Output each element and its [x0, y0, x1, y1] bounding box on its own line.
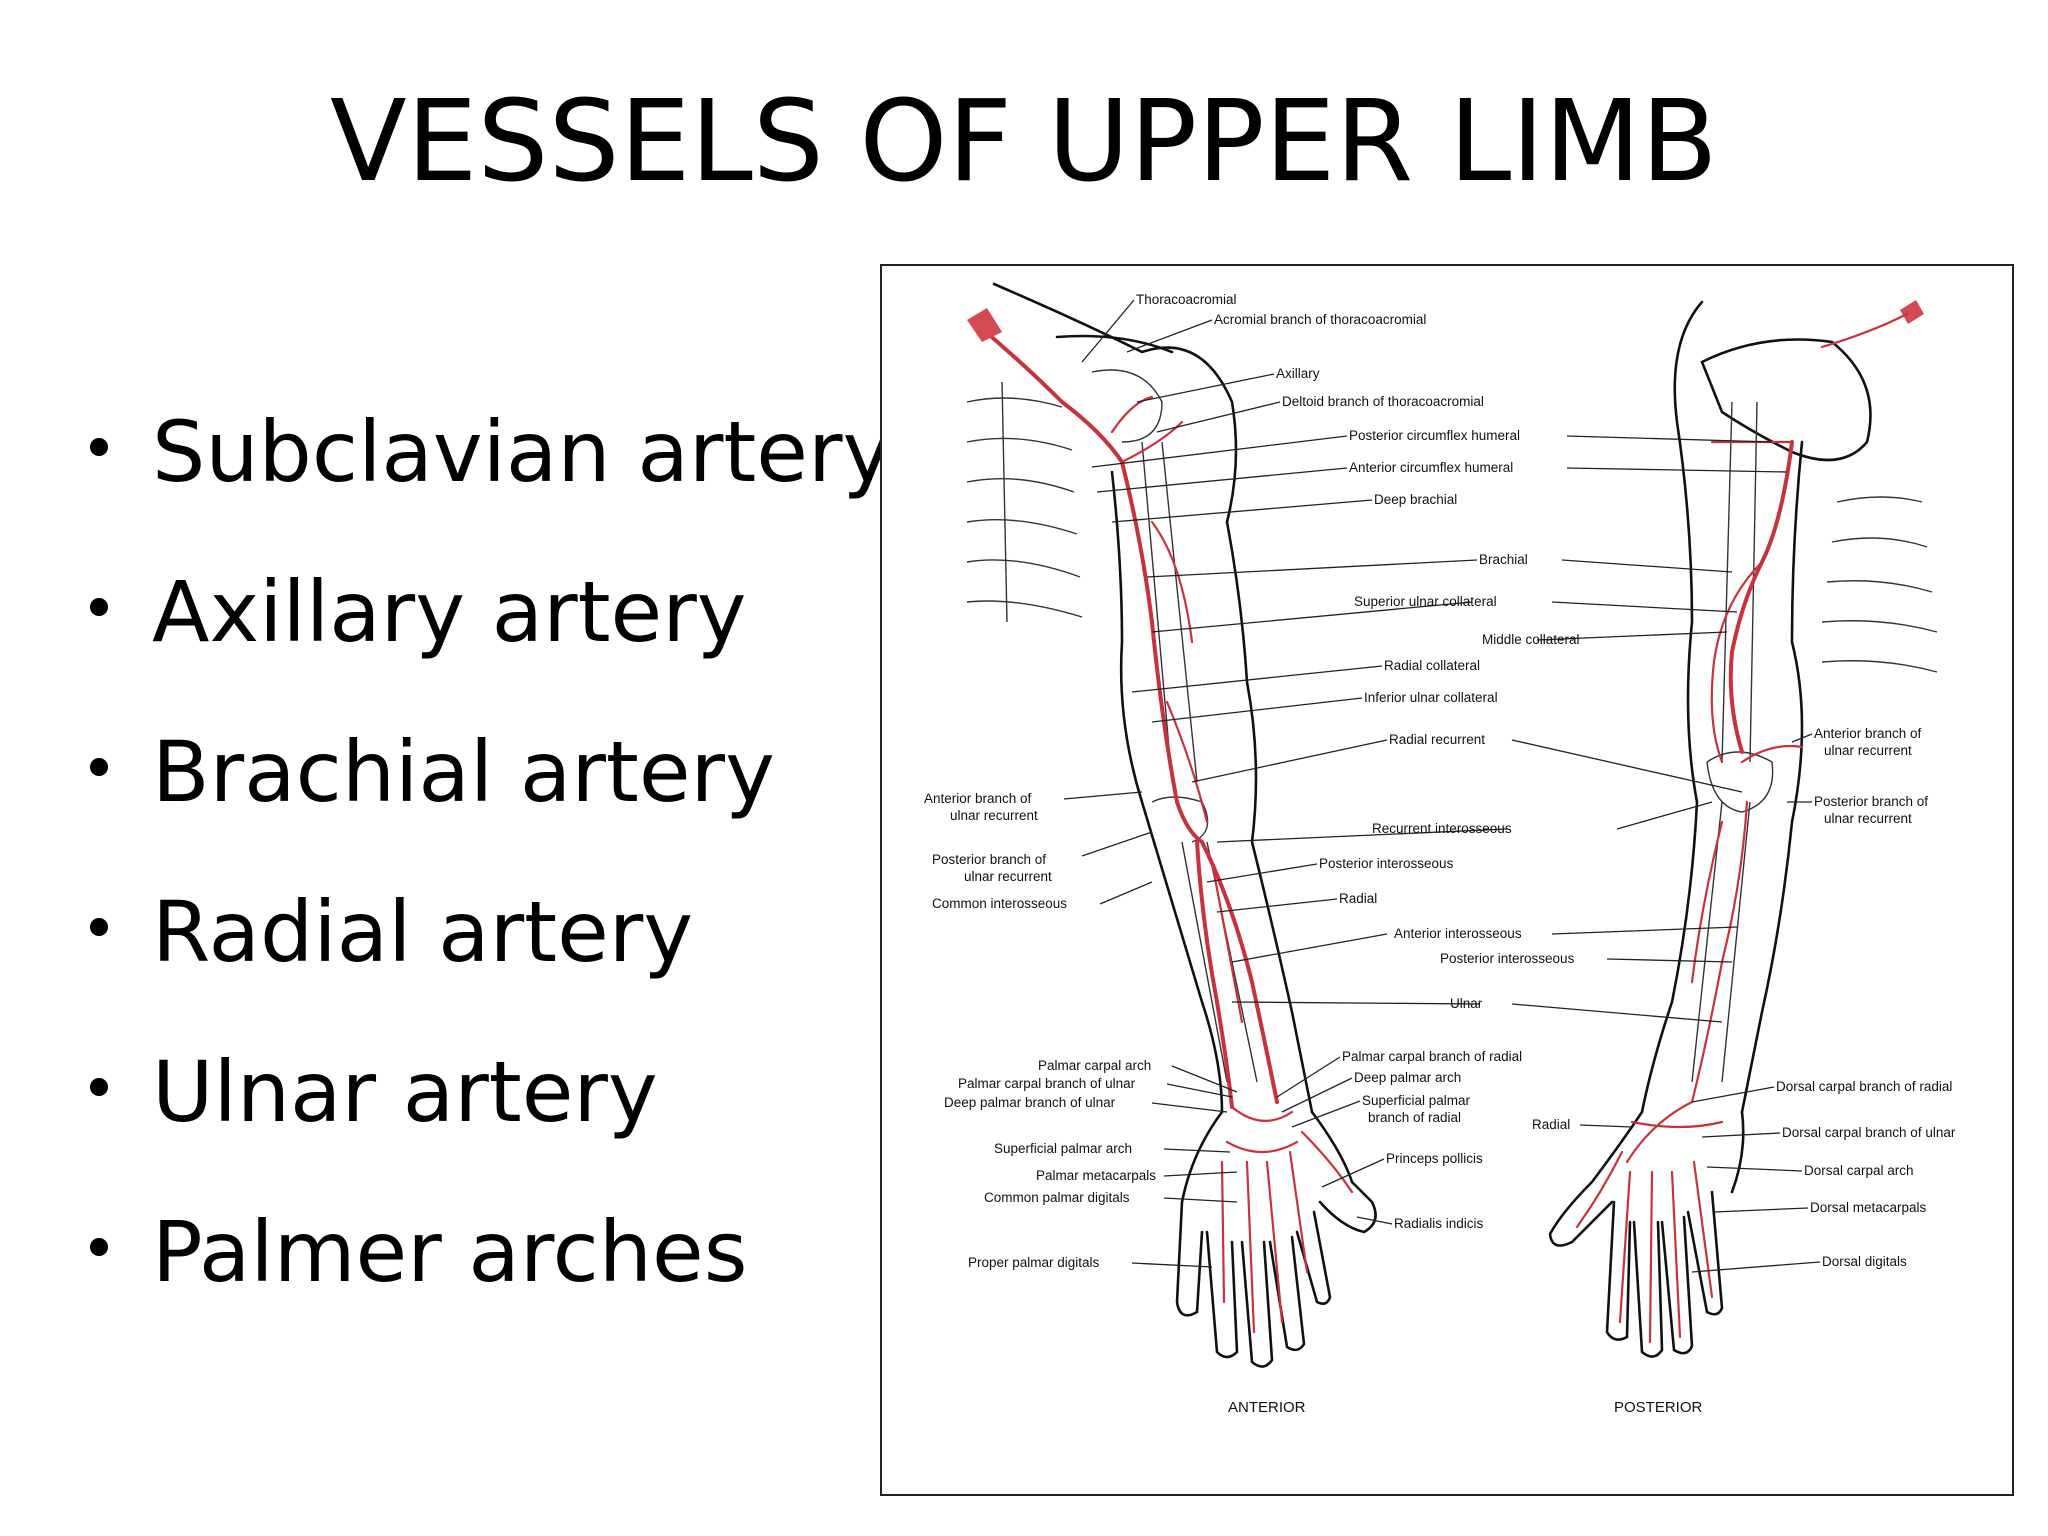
leader-lines: [1063, 299, 1821, 1273]
slide-title: VESSELS OF UPPER LIMB: [330, 77, 1718, 207]
bullet-text: Subclavian artery: [152, 403, 893, 501]
label-posterior-circumflex-humeral: Posterior circumflex humeral: [1349, 428, 1520, 443]
bullet-text: Palmer arches: [152, 1203, 748, 1301]
label-posterior-interosseous-2: Posterior interosseous: [1440, 951, 1575, 966]
anatomy-figure: Thoracoacromial Acromial branch of thora…: [880, 264, 2014, 1496]
upper-limb-vessels-diagram: Thoracoacromial Acromial branch of thora…: [924, 282, 1956, 1416]
label-anterior-branch-ulnar-recurrent: Anterior branch of: [1814, 726, 1922, 741]
label-anterior-circumflex-humeral: Anterior circumflex humeral: [1349, 460, 1513, 475]
label-superficial-palmar-branch-radial-line2: branch of radial: [1368, 1110, 1461, 1125]
label-recurrent-interosseous: Recurrent interosseous: [1372, 821, 1512, 836]
label-posterior-branch-ulnar-recurrent-line2: ulnar recurrent: [964, 869, 1052, 884]
bullet-icon: [90, 1238, 108, 1256]
bullet-item: Axillary artery: [80, 532, 892, 692]
label-anterior-branch-ulnar-recurrent-line2: ulnar recurrent: [1824, 743, 1912, 758]
bullet-icon: [90, 1078, 108, 1096]
label-dorsal-metacarpals: Dorsal metacarpals: [1810, 1200, 1927, 1215]
label-brachial: Brachial: [1479, 552, 1528, 567]
label-posterior-branch-ulnar-recurrent: Posterior branch of: [932, 852, 1046, 867]
label-anterior-interosseous: Anterior interosseous: [1394, 926, 1522, 941]
label-acromial-branch: Acromial branch of thoracoacromial: [1214, 312, 1426, 327]
posterior-labels: Anterior branch of ulnar recurrent Poste…: [1532, 726, 1956, 1416]
bullet-item: Subclavian artery: [80, 372, 892, 532]
label-deep-palmar-branch-ulnar: Deep palmar branch of ulnar: [944, 1095, 1116, 1110]
label-deep-brachial: Deep brachial: [1374, 492, 1457, 507]
ribcage-icon: [966, 381, 1083, 623]
bullet-text: Axillary artery: [152, 563, 747, 661]
label-anterior-branch-ulnar-recurrent-line2: ulnar recurrent: [950, 808, 1038, 823]
label-palmar-carpal-branch-ulnar: Palmar carpal branch of ulnar: [958, 1076, 1136, 1091]
label-palmar-metacarpals: Palmar metacarpals: [1036, 1168, 1156, 1183]
label-radial: Radial: [1339, 891, 1377, 906]
label-radial-collateral: Radial collateral: [1384, 658, 1480, 673]
bullet-item: Radial artery: [80, 852, 892, 1012]
label-thoracoacromial: Thoracoacromial: [1136, 292, 1237, 307]
bullet-icon: [90, 758, 108, 776]
label-anterior-view: ANTERIOR: [1228, 1399, 1306, 1416]
bullet-list: Subclavian artery Axillary artery Brachi…: [80, 372, 892, 1332]
label-proper-palmar-digitals: Proper palmar digitals: [968, 1255, 1100, 1270]
label-radial-recurrent: Radial recurrent: [1389, 732, 1485, 747]
label-common-palmar-digitals: Common palmar digitals: [984, 1190, 1130, 1205]
label-dorsal-carpal-branch-radial: Dorsal carpal branch of radial: [1776, 1079, 1952, 1094]
label-posterior-view: POSTERIOR: [1614, 1399, 1703, 1416]
bullet-text: Radial artery: [152, 883, 694, 981]
label-anterior-branch-ulnar-recurrent: Anterior branch of: [924, 791, 1032, 806]
bullet-item: Ulnar artery: [80, 1012, 892, 1172]
posterior-limb: [1548, 300, 1938, 1358]
anterior-limb: [966, 282, 1377, 1368]
label-palmar-carpal-arch: Palmar carpal arch: [1038, 1058, 1151, 1073]
label-superficial-palmar-branch-radial: Superficial palmar: [1362, 1093, 1471, 1108]
bullet-text: Brachial artery: [152, 723, 775, 821]
label-superior-ulnar-collateral: Superior ulnar collateral: [1354, 594, 1497, 609]
label-dorsal-carpal-arch: Dorsal carpal arch: [1804, 1163, 1914, 1178]
label-middle-collateral: Middle collateral: [1482, 632, 1580, 647]
bullet-icon: [90, 598, 108, 616]
bullet-icon: [90, 438, 108, 456]
label-radialis-indicis: Radialis indicis: [1394, 1216, 1484, 1231]
bullet-icon: [90, 918, 108, 936]
label-superficial-palmar-arch: Superficial palmar arch: [994, 1141, 1132, 1156]
label-posterior-branch-ulnar-recurrent-line2: ulnar recurrent: [1824, 811, 1912, 826]
label-ulnar: Ulnar: [1450, 996, 1483, 1011]
label-inferior-ulnar-collateral: Inferior ulnar collateral: [1364, 690, 1498, 705]
label-palmar-carpal-branch-radial: Palmar carpal branch of radial: [1342, 1049, 1522, 1064]
bullet-item: Palmer arches: [80, 1172, 892, 1332]
ribcage-icon: [1821, 496, 1938, 673]
label-deep-palmar-arch: Deep palmar arch: [1354, 1070, 1461, 1085]
label-axillary: Axillary: [1276, 366, 1320, 381]
bullet-text: Ulnar artery: [152, 1043, 658, 1141]
anterior-labels: Thoracoacromial Acromial branch of thora…: [924, 292, 1580, 1416]
label-dorsal-carpal-branch-ulnar: Dorsal carpal branch of ulnar: [1782, 1125, 1956, 1140]
label-radial-posterior: Radial: [1532, 1117, 1570, 1132]
label-posterior-interosseous: Posterior interosseous: [1319, 856, 1454, 871]
bullet-item: Brachial artery: [80, 692, 892, 852]
label-posterior-branch-ulnar-recurrent: Posterior branch of: [1814, 794, 1928, 809]
label-princeps-pollicis: Princeps pollicis: [1386, 1151, 1483, 1166]
label-dorsal-digitals: Dorsal digitals: [1822, 1254, 1907, 1269]
label-deltoid-branch: Deltoid branch of thoracoacromial: [1282, 394, 1484, 409]
label-common-interosseous: Common interosseous: [932, 896, 1067, 911]
